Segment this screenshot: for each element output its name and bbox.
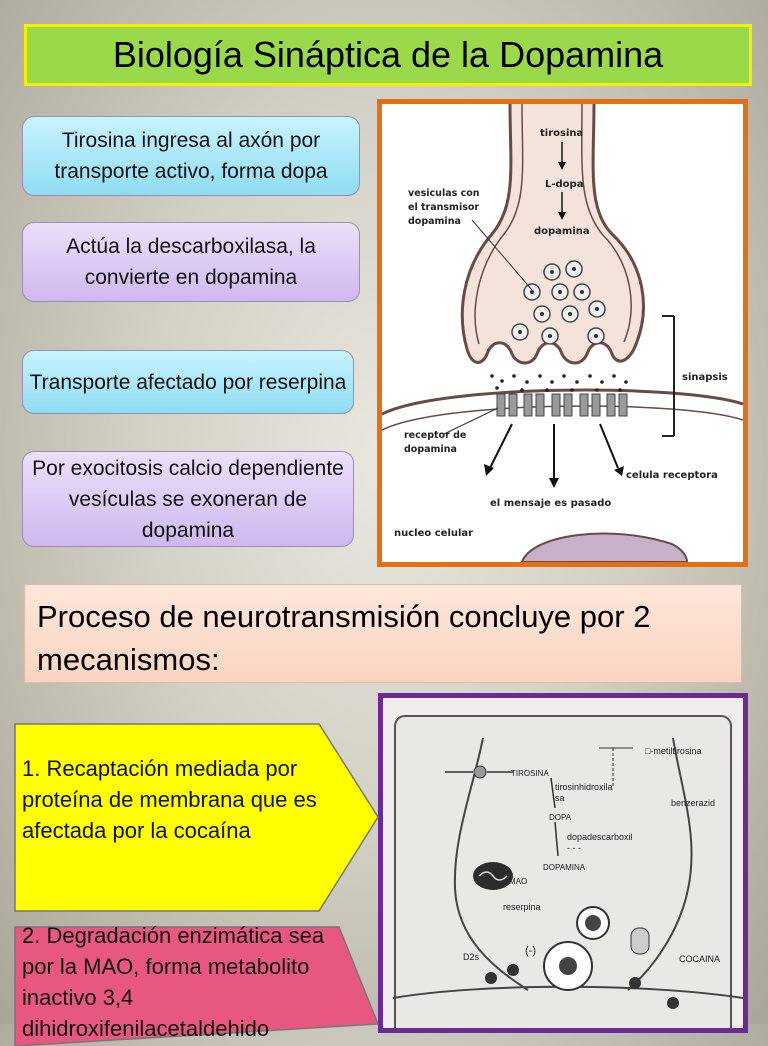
mechanism-recaptacion-callout: 1. Recaptación mediada por proteína de m… <box>14 723 380 913</box>
label-celula-receptora: celula receptora <box>626 470 718 481</box>
page-title: Biología Sináptica de la Dopamina <box>24 24 752 86</box>
process-heading: Proceso de neurotransmisión concluye por… <box>24 584 742 683</box>
step-reserpina-box: Transporte afectado por reserpina <box>22 350 354 414</box>
step-exocitosis-box: Por exocitosis calcio dependiente vesícu… <box>22 451 354 547</box>
label-dopamina: dopamina <box>534 226 590 237</box>
label-dopadescarboxil: dopadescarboxil <box>567 832 633 842</box>
label-sinapsis: sinapsis <box>682 372 728 383</box>
mechanism-degradacion-text: 2. Degradación enzimática sea por la MAO… <box>22 923 325 1041</box>
label-metiltirosina: □-metiltirosina <box>645 746 701 756</box>
label-nucleo: nucleo celular <box>394 528 473 539</box>
label-reserpina: reserpina <box>503 902 541 912</box>
label-tirosina: tirosina <box>540 128 583 139</box>
mechanism-recaptacion-text: 1. Recaptación mediada por proteína de m… <box>22 756 317 843</box>
pharmacology-diagram: □-metiltirosina TIROSINA tirosinhidroxil… <box>378 693 748 1033</box>
label-d2s: D2s <box>463 952 480 962</box>
mechanism-degradacion-callout: 2. Degradación enzimática sea por la MAO… <box>14 923 380 1046</box>
label-cocaina: COCAINA <box>679 954 720 964</box>
label-mensaje: el mensaje es pasado <box>490 498 611 509</box>
label-dopadescarboxil-2: - - - <box>567 843 581 853</box>
label-receptor-1: receptor de <box>404 430 466 441</box>
label-vesiculas-1: vesiculas con <box>408 188 480 199</box>
label-vesiculas-3: dopamina <box>408 216 461 227</box>
step-descarboxilasa-box: Actúa la descarboxilasa, la convierte en… <box>22 222 360 302</box>
step-tirosina-box: Tirosina ingresa al axón por transporte … <box>22 116 360 196</box>
label-vesiculas-2: el transmisor <box>408 202 479 213</box>
label-dopamina-2: DOPAMINA <box>543 863 586 872</box>
label-receptor-2: dopamina <box>404 444 457 455</box>
label-mao: MAO <box>509 877 527 886</box>
synapse-diagram: tirosina L-dopa dopamina vesiculas con e… <box>377 99 748 567</box>
label-benzerazid: benzerazid <box>671 798 715 808</box>
label-negativo: (-) <box>525 945 536 957</box>
label-tirosinhidroxilasa: tirosinhidroxila <box>555 782 613 792</box>
label-dopa: DOPA <box>549 813 572 822</box>
label-tirosina-2: TIROSINA <box>511 769 549 778</box>
label-tirosinhidroxilasa-2: sa <box>555 793 565 803</box>
label-ldopa: L-dopa <box>545 179 583 190</box>
